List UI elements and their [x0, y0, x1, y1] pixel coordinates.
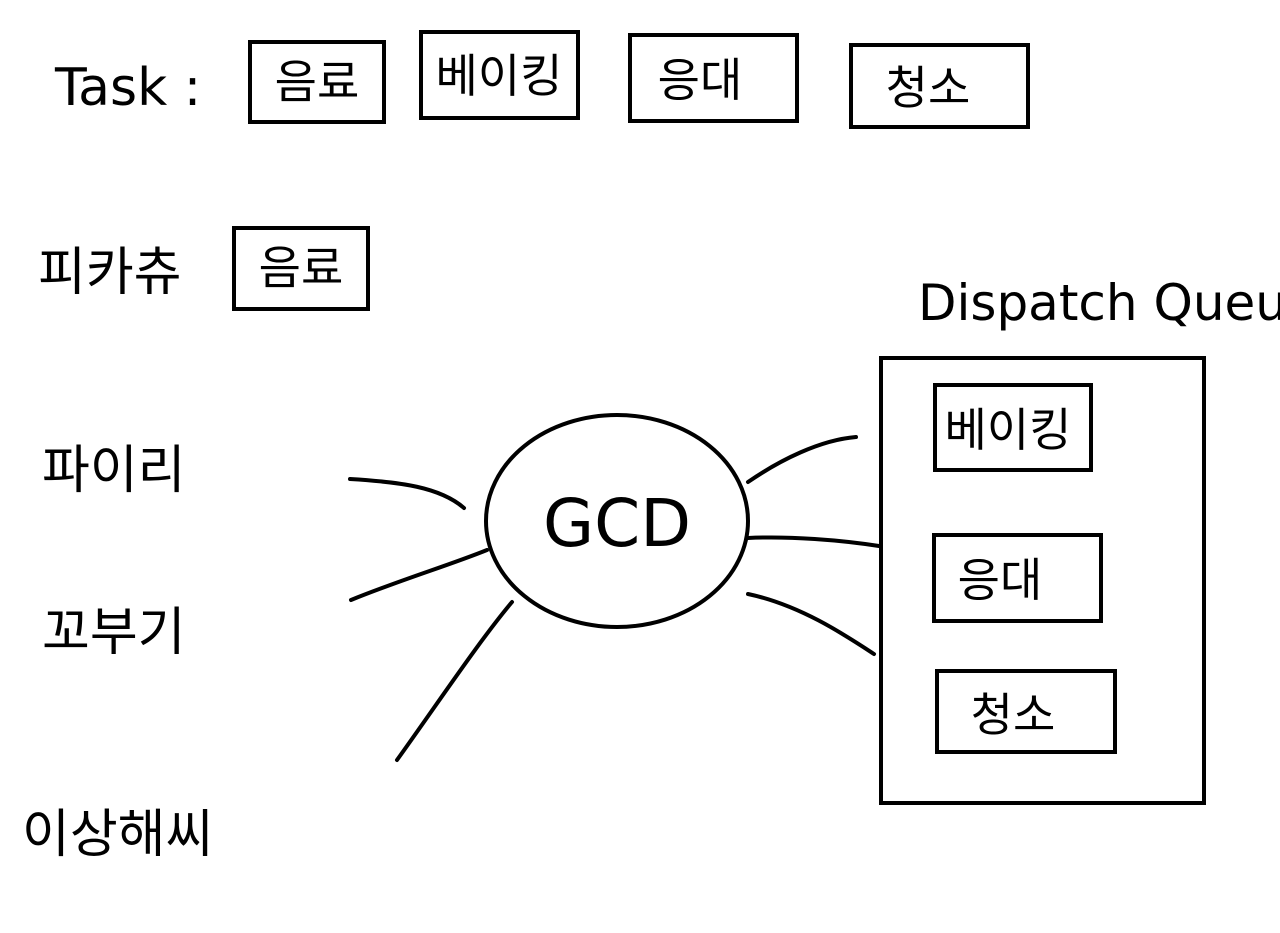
worker-squirtle-label: 꼬부기: [42, 603, 186, 663]
task-box-drink-label: 음료: [275, 55, 360, 109]
task-row-label: Task :: [54, 58, 201, 118]
task-box-service: 응대: [628, 33, 799, 123]
pikachu-task-box: 음료: [232, 226, 370, 311]
task-box-drink: 음료: [248, 40, 386, 124]
queue-item-cleaning: 청소: [935, 669, 1117, 754]
task-box-cleaning-label: 청소: [886, 61, 971, 115]
pikachu-task-box-label: 음료: [259, 241, 344, 295]
worker-bulbasaur-label: 이상해씨: [22, 805, 213, 865]
worker-pikachu-label: 피카츄: [38, 243, 182, 303]
queue-item-service: 응대: [932, 533, 1103, 623]
connector-gcd-cleaning: [746, 592, 876, 656]
connector-squirtle-gcd: [349, 548, 489, 602]
worker-charmander-label: 파이리: [42, 441, 186, 501]
dispatch-queue-title: Dispatch Queue: [918, 274, 1280, 332]
connector-bulbasaur-gcd: [395, 600, 514, 762]
task-box-cleaning: 청소: [849, 43, 1030, 129]
connector-charmander-gcd: [348, 477, 466, 510]
queue-item-baking-label: 베이킹: [945, 403, 1072, 457]
task-box-service-label: 응대: [658, 53, 743, 107]
task-box-baking: 베이킹: [419, 30, 580, 120]
queue-item-baking: 베이킹: [933, 383, 1093, 472]
gcd-label: GCD: [543, 485, 691, 562]
connector-gcd-baking: [746, 435, 858, 484]
queue-item-cleaning-label: 청소: [971, 688, 1056, 742]
task-box-baking-label: 베이킹: [436, 49, 563, 103]
connector-gcd-service: [746, 535, 881, 548]
gcd-node: GCD: [484, 413, 750, 629]
queue-item-service-label: 응대: [958, 553, 1043, 607]
